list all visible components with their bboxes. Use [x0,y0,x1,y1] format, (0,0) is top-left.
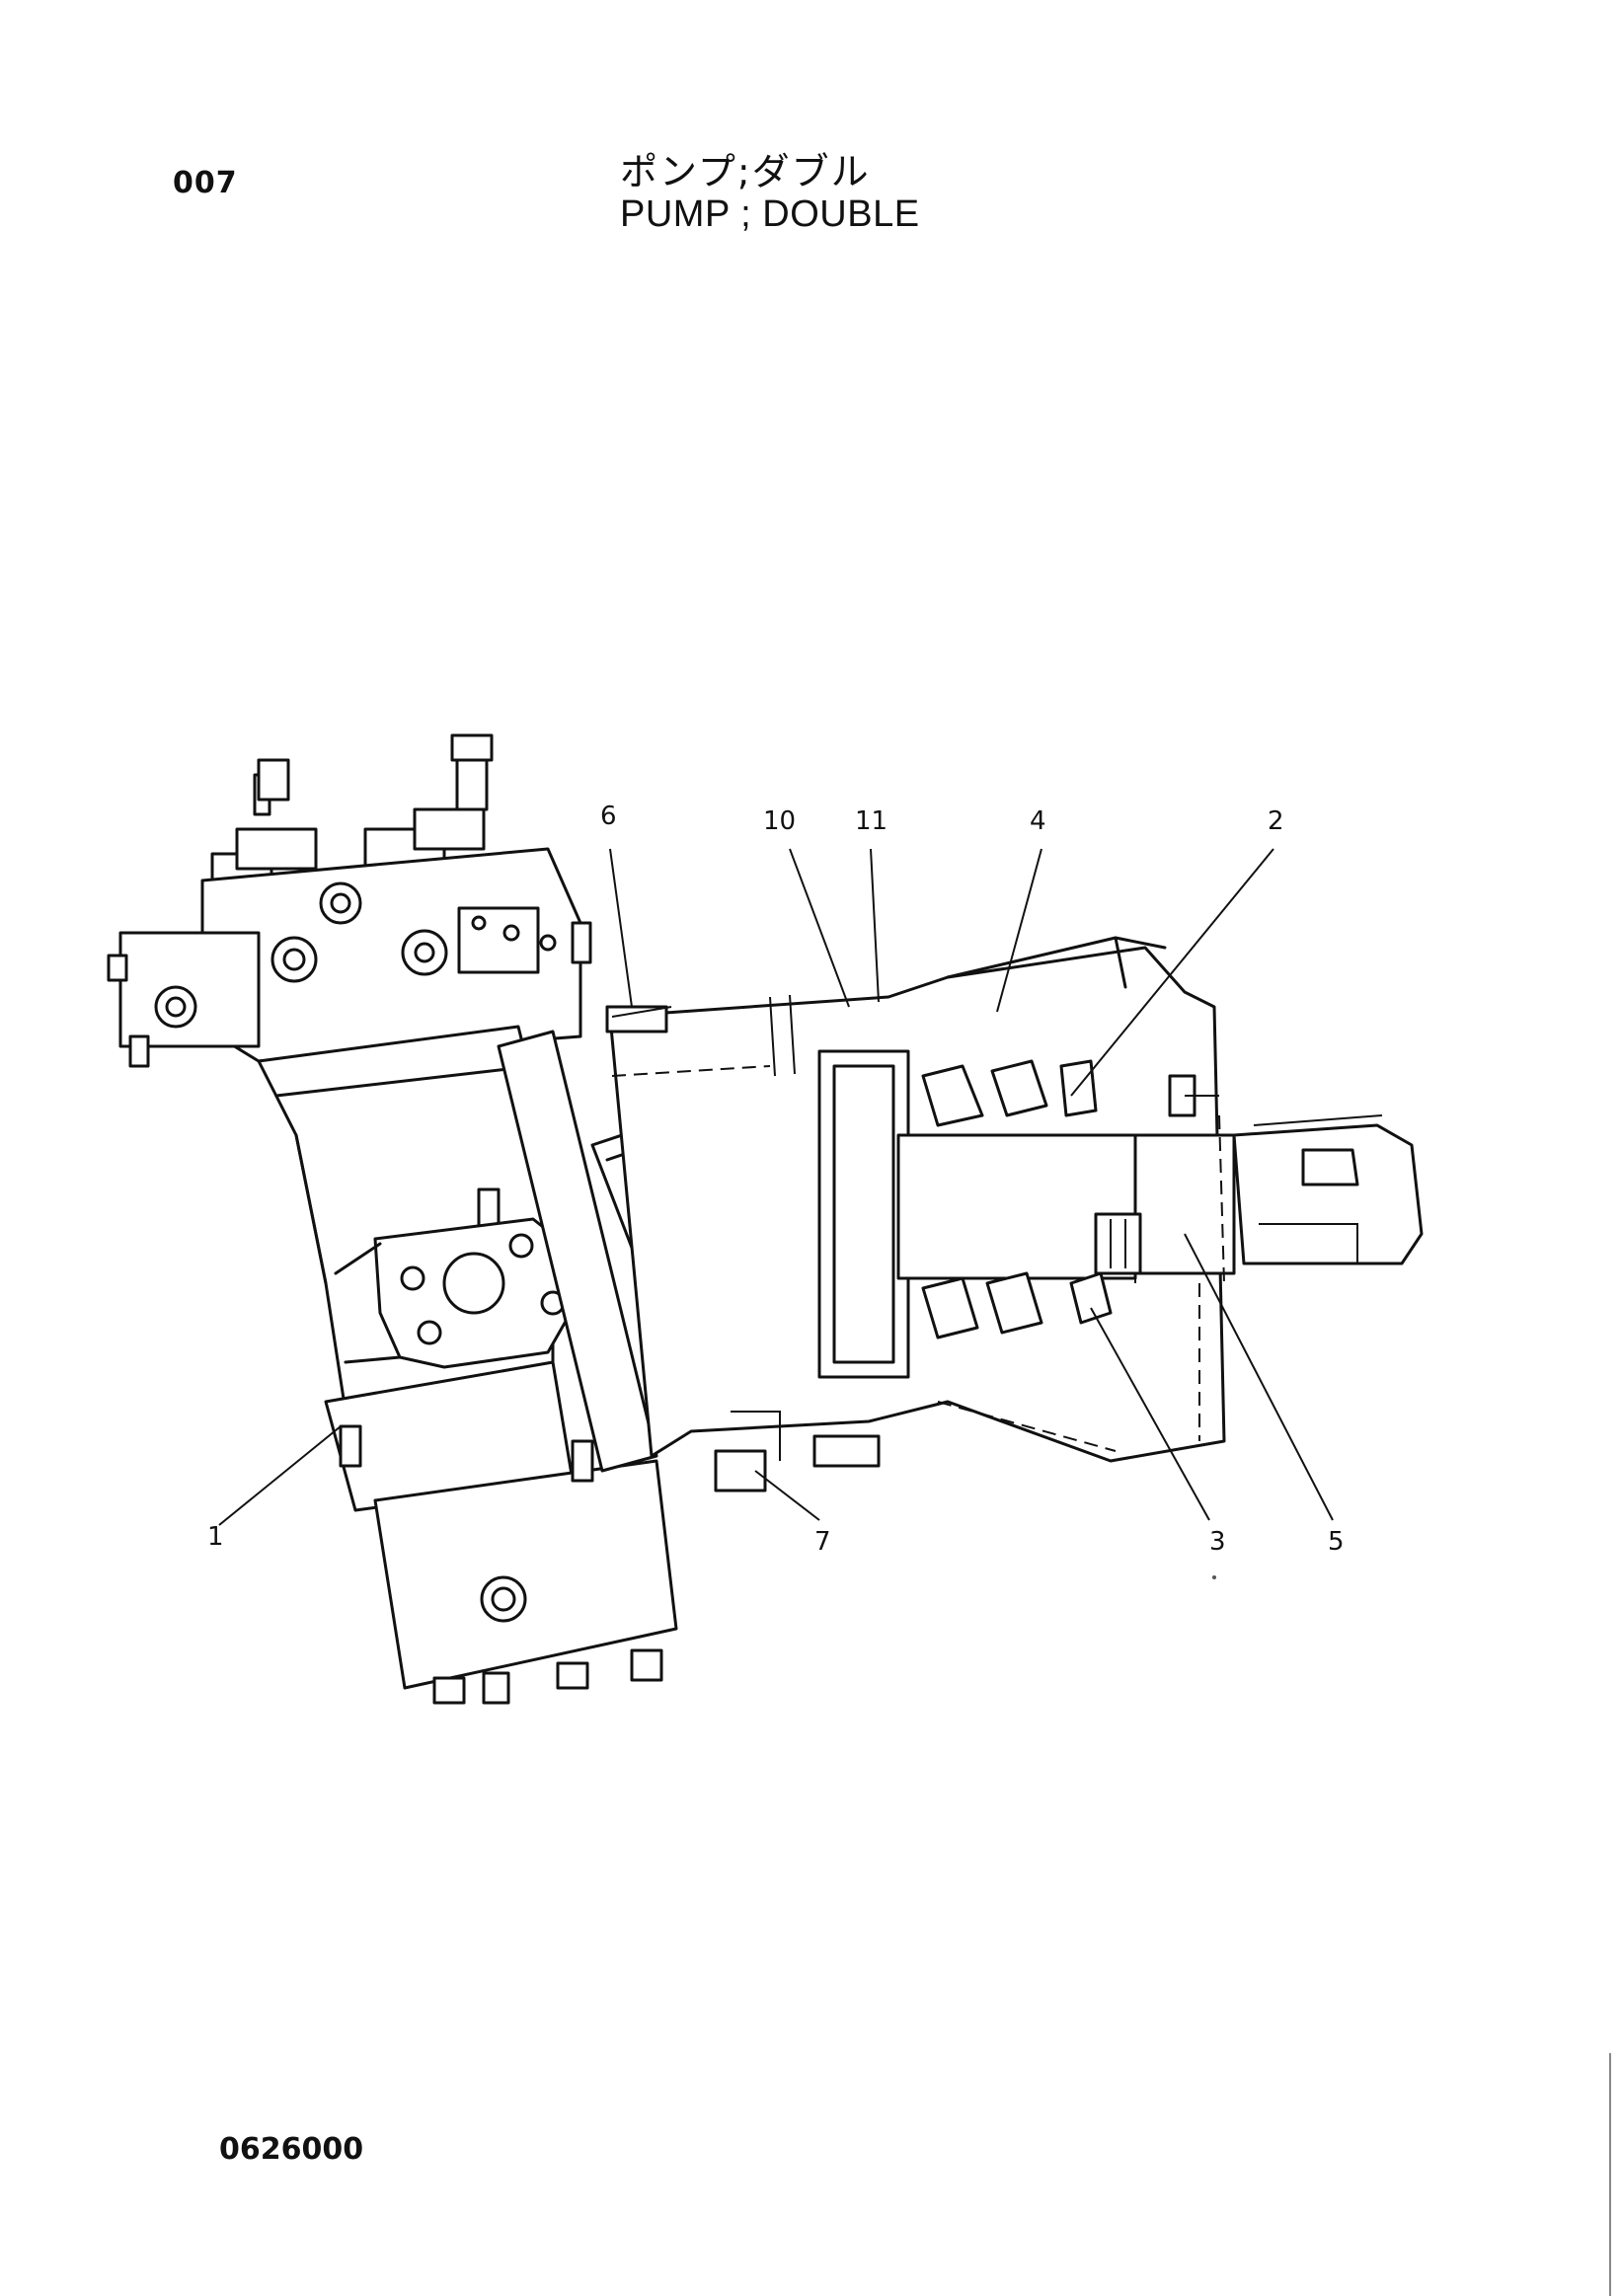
callout-4: 4 [1030,806,1046,836]
scan-edge [1609,2053,1611,2296]
callout-labels: 1 2 3 4 5 6 7 10 11 [207,802,1345,1557]
callout-11: 11 [855,806,887,836]
pump-casing [605,936,1424,1492]
scan-speck [1212,1575,1216,1579]
port-flange [334,1217,570,1369]
title-japanese: ポンプ;ダブル [620,150,871,193]
callout-10: 10 [763,806,796,836]
callout-5: 5 [1328,1527,1345,1557]
callout-2: 2 [1268,806,1284,836]
callout-6: 6 [600,802,617,831]
title-english: PUMP ; DOUBLE [620,193,920,235]
page-number: 007 [173,166,238,200]
callout-1: 1 [207,1522,224,1552]
regulator-valve-block [107,733,592,1068]
leader-lines [218,848,1334,1526]
drawing-code: 0626000 [219,2132,364,2167]
callout-7: 7 [814,1527,831,1557]
callout-3: 3 [1209,1527,1226,1557]
